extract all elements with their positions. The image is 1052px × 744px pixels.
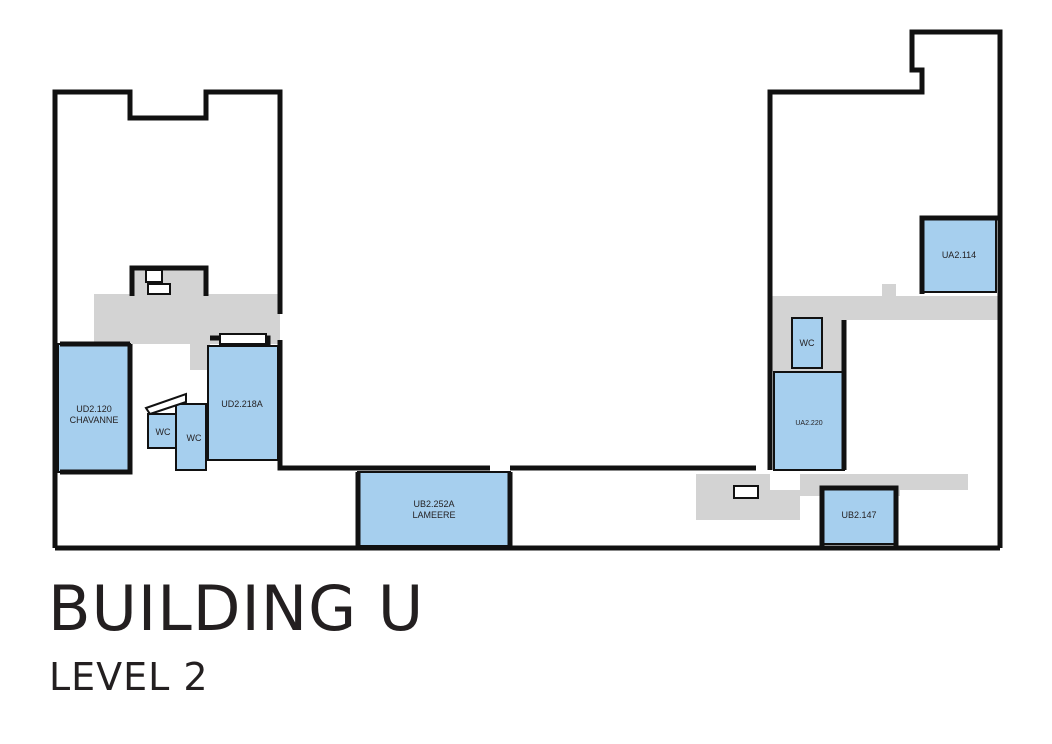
label-ub2-147: UB2.147	[841, 510, 876, 520]
label-ub2-252a: UB2.252A	[413, 499, 454, 509]
walls	[52, 29, 1003, 551]
level-subtitle: LEVEL 2	[49, 655, 209, 699]
label-ua2-114: UA2.114	[942, 250, 976, 260]
corridor-left-connector	[190, 340, 210, 370]
wall-niche-left	[219, 333, 267, 345]
label-ud2-218a: UD2.218A	[221, 399, 263, 409]
corridor-box-right	[733, 485, 759, 499]
room-ub2-252a[interactable]	[357, 471, 511, 547]
label-wc-right: WC	[800, 338, 815, 348]
room-wc-right[interactable]	[791, 317, 823, 369]
label-ud2-120-name: CHAVANNE	[70, 415, 119, 425]
wall-left-room-right	[60, 344, 133, 475]
label-ub2-252a-name: LAMEERE	[412, 510, 455, 520]
room-wc-left-b[interactable]	[175, 403, 207, 471]
wall-outer-left-building	[52, 89, 283, 548]
wall-stair-block	[129, 265, 209, 296]
room-ub2-147[interactable]	[821, 487, 897, 545]
wall-outer-right-building	[767, 29, 1003, 548]
label-ud2-120: UD2.120	[76, 404, 112, 414]
corridor-right-stub	[882, 284, 896, 298]
corridor-right-lower	[696, 474, 968, 520]
stair-landing	[147, 283, 171, 295]
label-wc-left-a: WC	[156, 427, 171, 437]
room-labels: UD2.120 CHAVANNE UD2.218A WC WC UB2.252A…	[70, 250, 977, 520]
stair-icon	[145, 269, 163, 283]
room-ua2-220[interactable]	[773, 371, 845, 471]
details	[144, 269, 759, 499]
wall-left-building-inner	[277, 340, 490, 471]
wall-right-room-ua2-114	[919, 215, 998, 294]
room-ud2-218a[interactable]	[207, 345, 279, 461]
label-ua2-220: UA2.220	[795, 420, 822, 427]
wc-left-angled-wall	[144, 392, 187, 416]
wall-ub2-147-frame	[819, 485, 899, 546]
building-title: BUILDING U	[48, 572, 425, 645]
label-wc-left-b: WC	[187, 433, 202, 443]
